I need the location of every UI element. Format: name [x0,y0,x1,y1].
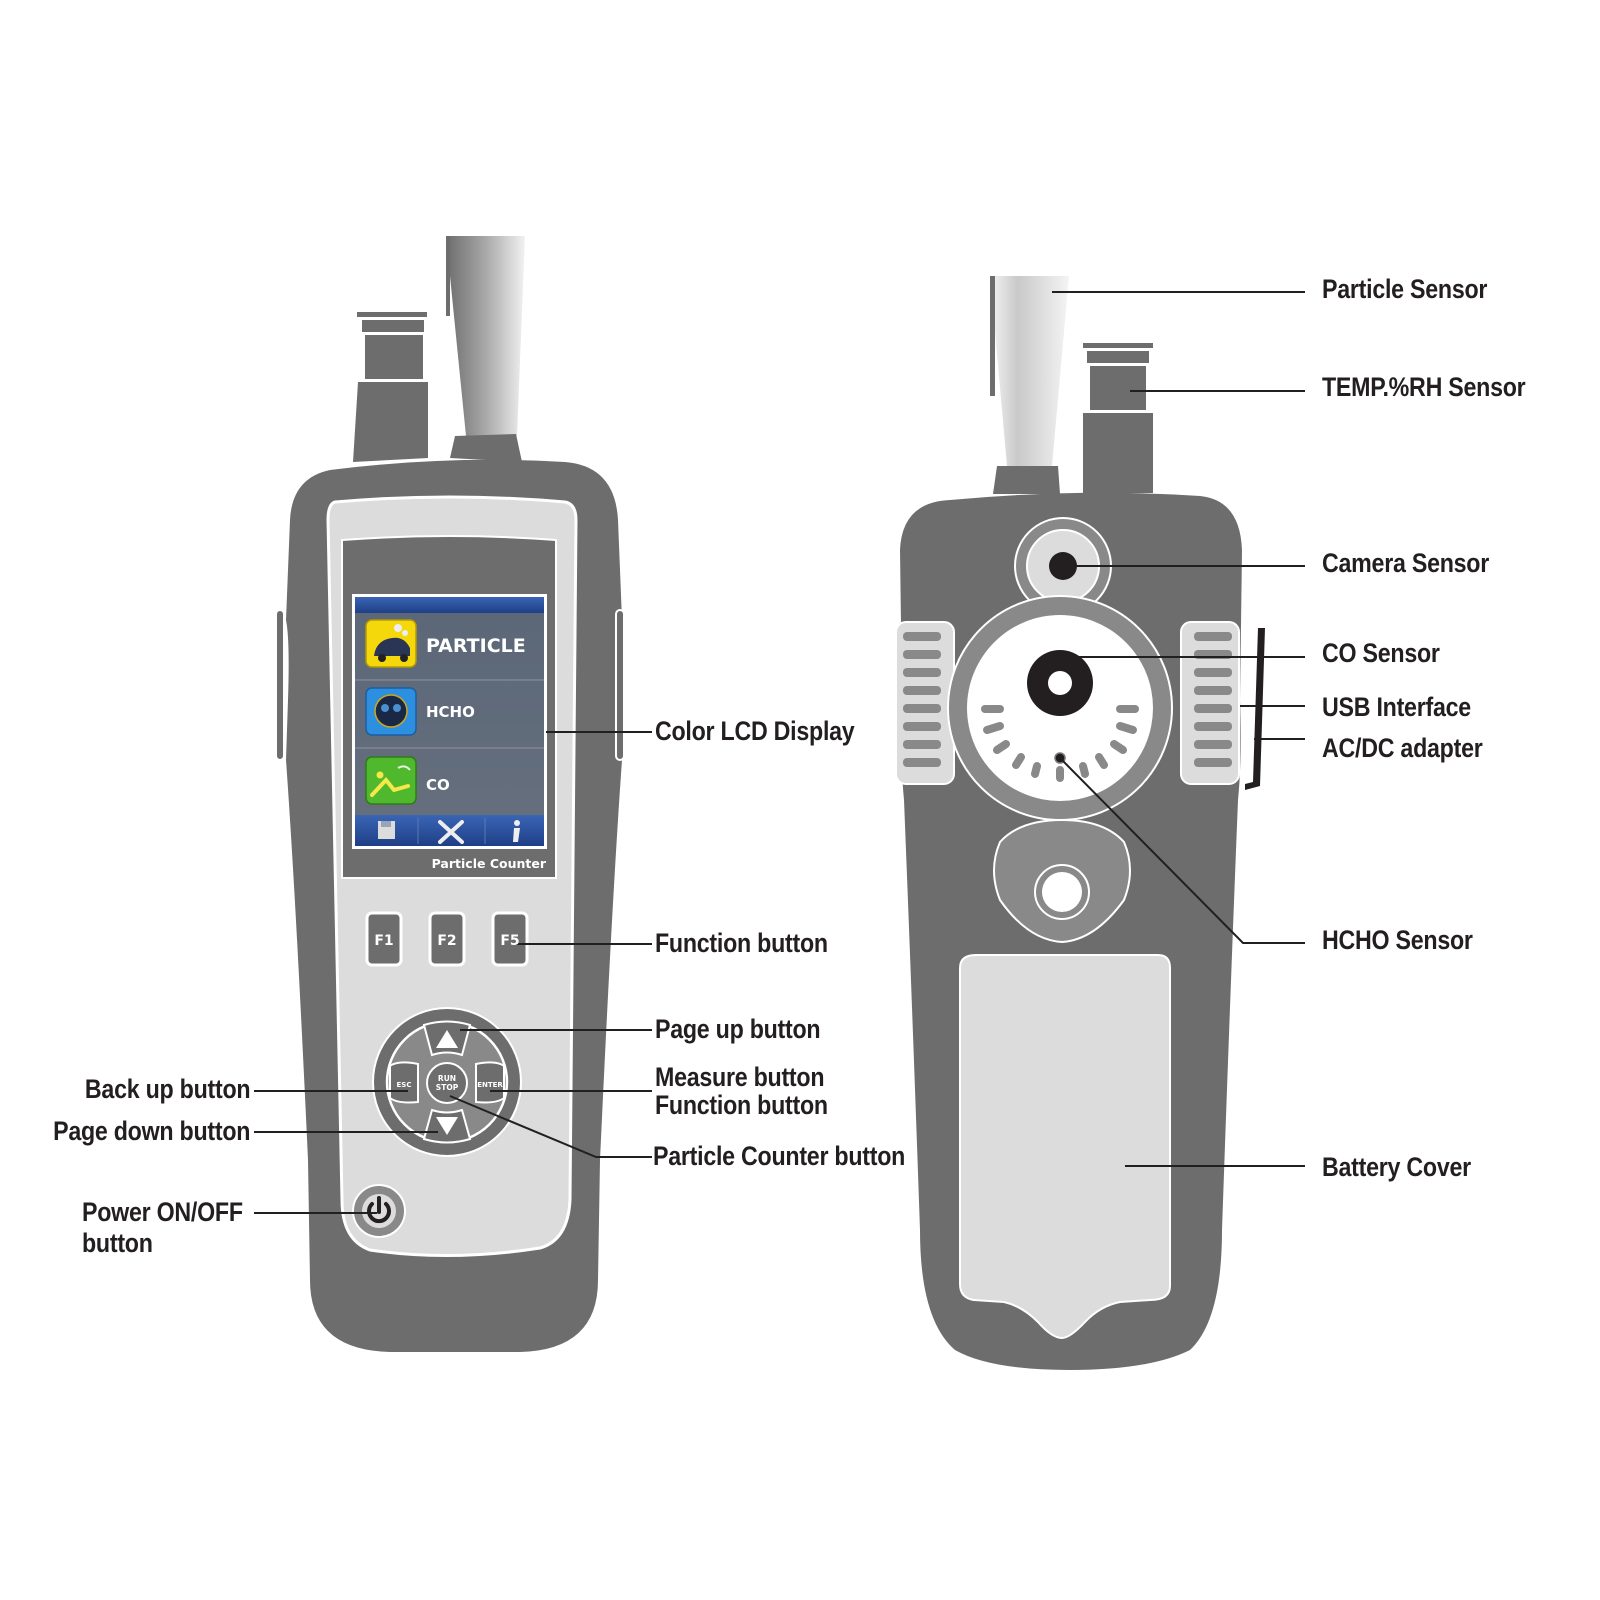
label-power-line2: button [82,1228,153,1258]
f1-label: F1 [374,933,393,949]
co-menu-icon[interactable] [365,756,417,805]
f5-label: F5 [500,933,519,949]
hcho-menu-label[interactable]: HCHO [426,703,475,721]
run-label: RUN [438,1074,456,1083]
label-camera-sensor: Camera Sensor [1322,548,1490,578]
left-vent [895,621,955,785]
label-back-up: Back up button [84,1074,251,1104]
enter-label: ENTER [477,1081,503,1089]
label-color-lcd: Color LCD Display [655,716,855,746]
enter-button[interactable] [475,1061,505,1104]
front-particle-probe [446,236,525,462]
f1-button[interactable] [365,911,403,967]
label-battery-cover: Battery Cover [1322,1152,1471,1182]
lower-lens [993,818,1131,944]
back-particle-probe [990,276,1069,494]
stop-label: STOP [436,1083,459,1092]
f5-button[interactable] [491,911,529,967]
label-usb-interface: USB Interface [1322,692,1471,722]
label-co-sensor: CO Sensor [1322,638,1440,668]
model-name: Particle Counter [432,856,547,871]
info-icon[interactable] [513,820,520,842]
f2-button[interactable] [428,911,466,967]
back-device [895,276,1265,1370]
label-function-button-2: Function button [655,1090,828,1120]
label-function-button: Function button [655,928,828,958]
usb-acdc-port[interactable] [1245,628,1265,790]
tools-icon[interactable] [438,820,464,844]
label-temp-rh-sensor: TEMP.%RH Sensor [1322,372,1526,402]
front-temp-rh-probe [353,312,428,462]
label-acdc-adapter: AC/DC adapter [1322,733,1483,763]
particle-menu-label[interactable]: PARTICLE [426,635,526,657]
f2-label: F2 [437,933,456,949]
power-button[interactable] [352,1184,406,1238]
dpad [372,1007,522,1157]
co-menu-label[interactable]: CO [426,776,450,794]
label-particle-sensor: Particle Sensor [1322,274,1488,304]
label-page-up: Page up button [655,1014,821,1044]
camera-sensor [1014,517,1112,615]
label-hcho-sensor: HCHO Sensor [1322,925,1473,955]
esc-button[interactable] [389,1061,419,1104]
esc-label: ESC [397,1081,412,1089]
label-page-down: Page down button [52,1116,250,1146]
label-measure-button: Measure button [655,1062,825,1092]
right-vent [1180,621,1240,785]
battery-cover [959,954,1171,1340]
back-temp-rh-probe [1083,343,1153,493]
run-stop-button[interactable] [426,1062,468,1104]
label-particle-counter-button: Particle Counter button [653,1141,906,1171]
front-device [275,236,625,1353]
sensor-dial [947,595,1173,821]
leader-lines [254,291,1305,1214]
label-power-line1: Power ON/OFF [82,1197,243,1227]
